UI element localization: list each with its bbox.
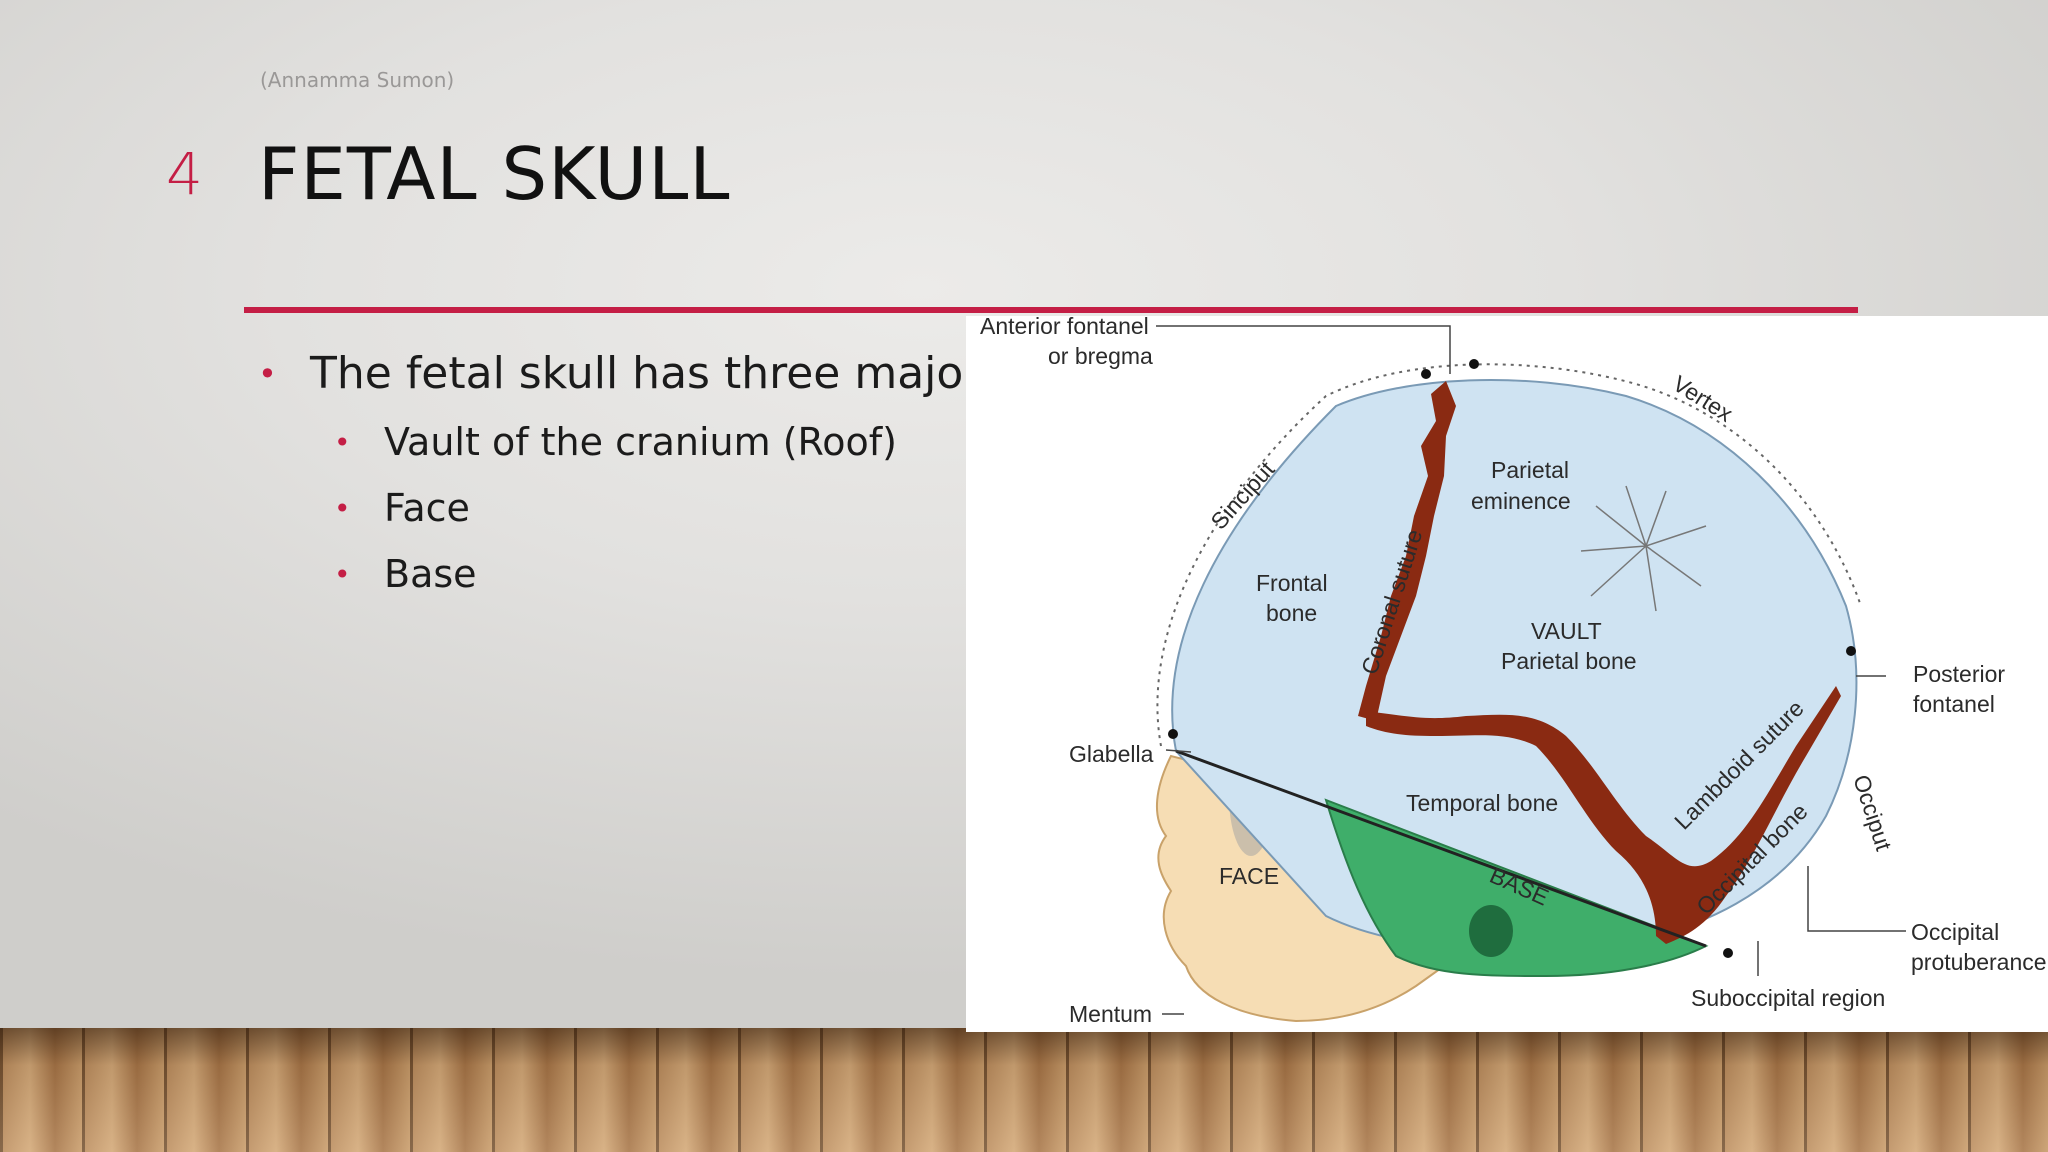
sub-bullet-text: Base: [384, 552, 477, 596]
label-suboccipital-region: Suboccipital region: [1691, 985, 1885, 1011]
label-temporal-bone: Temporal bone: [1406, 790, 1558, 816]
outline-dotted: [1156, 363, 1862, 747]
skull-illustration: Anterior fontanel or bregma Vertex Sinci…: [980, 316, 2047, 1027]
bullet-dot-icon: •: [258, 354, 277, 393]
label-occipital: Occipital: [1911, 919, 1999, 945]
sub-bullet-text: Face: [384, 486, 470, 530]
label-posterior: Posterior: [1913, 661, 2005, 687]
sub-bullet-text: Vault of the cranium (Roof): [384, 420, 897, 464]
parietal-eminence-mark: [1580, 485, 1707, 612]
bullet-dot-icon: •: [334, 557, 351, 591]
label-protuberance: protuberance: [1911, 949, 2047, 975]
label-mentum: Mentum: [1069, 1001, 1152, 1027]
wood-floor-background: [0, 1028, 2048, 1152]
glabella-dot: [1168, 729, 1178, 739]
label-vault: VAULT: [1531, 618, 1602, 644]
sub-bullet-face: • Face: [334, 486, 470, 530]
slide-title: FETAL SKULL: [258, 132, 731, 216]
slide-number: 4: [166, 140, 203, 208]
suboccipital-dot: [1723, 948, 1733, 958]
posterior-fontanel-dot: [1846, 646, 1856, 656]
label-eminence: eminence: [1471, 488, 1571, 514]
fetal-skull-diagram: Anterior fontanel or bregma Vertex Sinci…: [966, 316, 2048, 1032]
label-occiput: Occiput: [1848, 772, 1897, 855]
vertex-dot: [1469, 359, 1479, 369]
label-frontal-bone: bone: [1266, 600, 1317, 626]
sub-bullet-base: • Base: [334, 552, 477, 596]
bullet-dot-icon: •: [334, 491, 351, 525]
source-note: (Annamma Sumon): [260, 68, 455, 92]
label-parietal: Parietal: [1491, 457, 1569, 483]
face-base-divider: [1175, 749, 1707, 948]
lambdoid-suture: [1366, 686, 1841, 944]
label-anterior-fontanel: Anterior fontanel: [980, 316, 1149, 339]
label-face: FACE: [1219, 863, 1279, 889]
title-divider: [244, 307, 1858, 313]
label-fontanel: fontanel: [1913, 691, 1995, 717]
label-glabella: Glabella: [1069, 741, 1154, 767]
leader-lines: [1156, 325, 1906, 1015]
label-parietal-bone: Parietal bone: [1501, 648, 1637, 674]
coronal-suture: [1358, 381, 1456, 721]
sub-bullet-vault: • Vault of the cranium (Roof): [334, 420, 897, 464]
label-frontal: Frontal: [1256, 570, 1328, 596]
ear-opening: [1469, 905, 1513, 957]
bullet-dot-icon: •: [334, 425, 351, 459]
label-bregma: or bregma: [1048, 343, 1153, 369]
bregma-dot: [1421, 369, 1431, 379]
base-region: [1324, 798, 1709, 978]
